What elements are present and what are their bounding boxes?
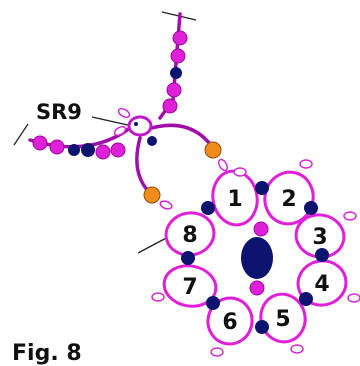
figure-caption: Fig. 8 (12, 341, 82, 366)
ring-label-3: 3 (312, 225, 327, 250)
ring-label-4: 4 (314, 272, 329, 297)
top-bead-string (162, 30, 188, 114)
pointer-lines (13, 11, 197, 254)
orange-bead-left (143, 186, 161, 204)
sr9-label: SR9 (36, 100, 82, 124)
chain-left (135, 136, 154, 197)
orange-bead-upper (204, 141, 222, 159)
ring-label-6: 6 (222, 310, 237, 335)
ring-label-2: 2 (281, 187, 296, 212)
ring-7 (162, 264, 218, 308)
ring-label-5: 5 (275, 307, 290, 332)
ring-label-1: 1 (227, 187, 242, 212)
sr9-navy-bead (147, 136, 157, 146)
sr9-pointer-line (91, 116, 133, 127)
thread-end-mark-left (13, 123, 29, 146)
ring-6 (206, 296, 254, 346)
flower-rings (162, 169, 348, 346)
ring-label-7: 7 (182, 275, 197, 300)
ring-label-8: 8 (182, 223, 197, 248)
sr9-picots (113, 108, 131, 136)
sr9-ring (127, 115, 153, 137)
ring-1 (211, 169, 259, 227)
flower-center (241, 221, 273, 296)
ring-number-labels: 1 23 45 67 8 (182, 187, 329, 335)
chain-upper (143, 123, 215, 150)
navy-beads (181, 181, 329, 334)
left-bead-string (32, 135, 126, 160)
chain-picots (159, 158, 228, 210)
sr9-inner-dot (134, 122, 138, 126)
outer-picots (151, 159, 360, 357)
